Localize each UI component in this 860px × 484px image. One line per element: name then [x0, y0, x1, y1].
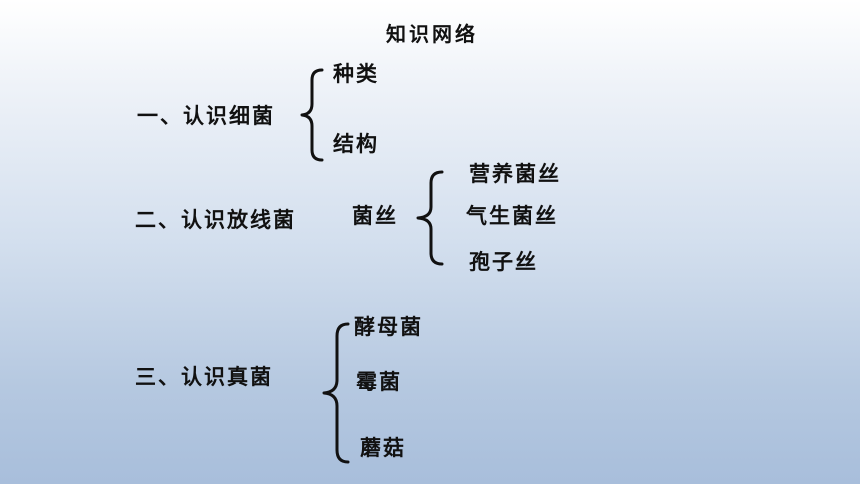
section-3-item-3: 蘑菇: [360, 435, 406, 460]
section-2-item-2: 气生菌丝: [466, 203, 558, 228]
section-3-brace: [322, 322, 350, 464]
section-3-item-1: 酵母菌: [354, 314, 423, 339]
page-title: 知识网络: [386, 22, 478, 46]
section-2-brace: [416, 170, 444, 266]
section-2-item-1: 营养菌丝: [469, 161, 561, 186]
section-2-sublabel: 菌丝: [352, 203, 398, 228]
section-1-brace: [300, 68, 324, 162]
section-3-label: 三、认识真菌: [135, 364, 273, 389]
section-3-item-2: 霉菌: [356, 369, 402, 394]
section-1-item-2: 结构: [333, 131, 379, 156]
section-1-item-1: 种类: [333, 61, 379, 86]
section-2-item-3: 孢子丝: [469, 249, 538, 274]
section-2-label: 二、认识放线菌: [135, 207, 296, 232]
section-1-label: 一、认识细菌: [137, 103, 275, 128]
